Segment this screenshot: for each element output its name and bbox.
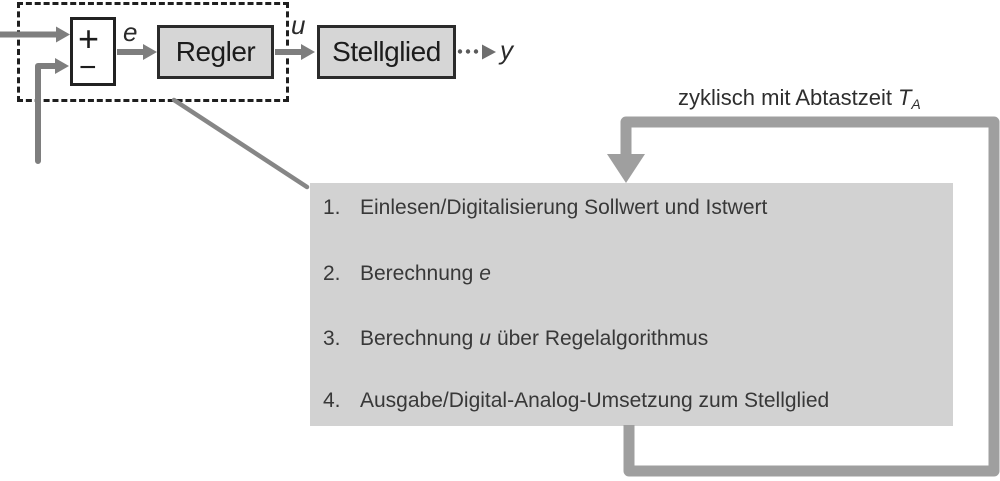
signal-label-e: e bbox=[123, 17, 138, 47]
cycle-caption-subscript: A bbox=[911, 96, 921, 112]
cycle-caption-text: zyklisch mit Abtastzeit bbox=[678, 85, 892, 110]
regler-block: Regler bbox=[157, 25, 274, 79]
zoom-callout-line bbox=[171, 97, 310, 190]
feedback-arrow-line bbox=[35, 63, 58, 164]
dotted-arrow-dot bbox=[465, 49, 471, 54]
step-text: Berechnung bbox=[360, 327, 474, 350]
dotted-arrow-dot bbox=[457, 49, 463, 54]
cycle-loop-path bbox=[620, 116, 1000, 477]
summing-junction: + − bbox=[70, 17, 116, 86]
step-number: 2. bbox=[323, 262, 341, 285]
step-variable: u bbox=[479, 327, 491, 350]
step-text-post: über Regelalgorithmus bbox=[496, 327, 709, 350]
signal-label-u: u bbox=[291, 10, 306, 40]
plus-sign: + bbox=[78, 18, 100, 59]
step-number: 1. bbox=[323, 196, 341, 219]
u-arrowhead-icon bbox=[301, 44, 315, 60]
cycle-loop-down-arrowhead-icon bbox=[607, 154, 645, 183]
stellglied-block: Stellglied bbox=[317, 25, 456, 79]
step-text: Einlesen/Digitalisierung Sollwert und Is… bbox=[360, 196, 768, 219]
feedback-arrowhead-icon bbox=[55, 58, 69, 74]
minus-sign: − bbox=[79, 51, 97, 84]
signal-label-y: y bbox=[500, 35, 513, 65]
step-number: 3. bbox=[323, 327, 341, 350]
algorithm-step-1: 1. Einlesen/Digitalisierung Sollwert und … bbox=[310, 194, 953, 221]
step-text: Berechnung bbox=[360, 262, 474, 285]
cycle-caption-variable: T bbox=[897, 85, 912, 110]
dotted-arrow-dot bbox=[473, 49, 479, 54]
step-number: 4. bbox=[323, 389, 341, 412]
y-arrowhead-icon bbox=[482, 44, 496, 60]
e-arrowhead-icon bbox=[143, 44, 157, 60]
algorithm-step-4: 4. Ausgabe/Digital-Analog-Umsetzung zum S… bbox=[310, 387, 953, 414]
stellglied-block-label: Stellglied bbox=[332, 36, 441, 67]
step-variable: e bbox=[479, 262, 491, 285]
step-text: Ausgabe/Digital-Analog-Umsetzung zum Ste… bbox=[360, 389, 830, 412]
algorithm-panel: 1. Einlesen/Digitalisierung Sollwert und … bbox=[310, 183, 953, 426]
setpoint-arrowhead-icon bbox=[56, 26, 70, 43]
regler-block-label: Regler bbox=[175, 36, 256, 67]
